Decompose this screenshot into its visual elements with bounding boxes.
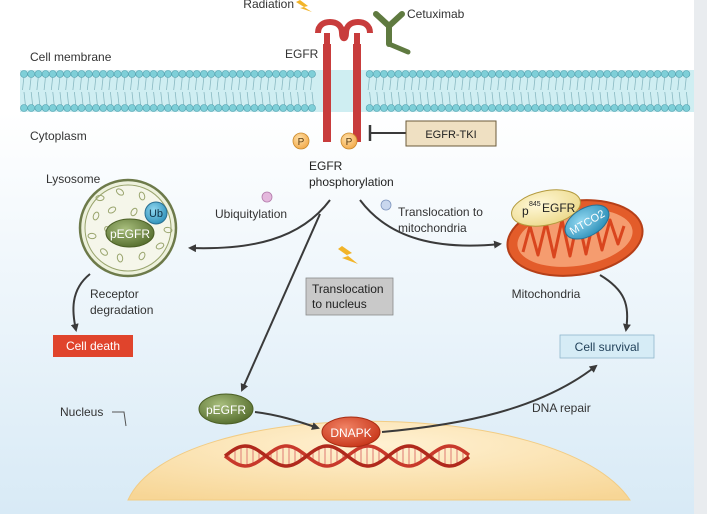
egfr-phosphorylation-line1: EGFR [309,159,343,173]
arrow-to-cell-death [70,273,91,332]
phospho-p-right: P [340,132,358,150]
egfr-phosphorylation-line2: phosphorylation [309,175,394,189]
cell-death-box [53,335,133,357]
svg-text:DNAPK: DNAPK [330,426,371,440]
arrow-to-lysosome [188,199,331,253]
ub-tag: Ub [144,201,168,225]
radiation-label: Radiation [243,0,294,11]
translocation-nucleus-box [305,277,394,316]
arrow-pegfr-to-dnapk [254,411,320,430]
radiation-bolt-icon [296,0,312,12]
egfr-tki-box [405,120,497,147]
lysosome-pegfr: pEGFR [105,218,155,248]
mito-translocation-dot [380,199,392,211]
cell-survival-box [559,334,655,359]
p845-egfr: p 845 EGFR [511,189,581,227]
radiation-bolt-icon-2 [338,246,358,264]
svg-text:pEGFR: pEGFR [206,403,246,417]
cetuximab-antibody-icon [373,11,411,55]
right-edge-shade [694,0,707,514]
cetuximab-label: Cetuximab [407,7,465,21]
arrow-dna-repair [381,364,598,433]
translocation-mito-line1: Translocation to [398,205,483,219]
ubiquitylation-label: Ubiquitylation [215,207,287,221]
arrow-to-mitochondria [359,199,502,249]
arrow-to-cell-survival [599,274,631,332]
cytoplasm-label: Cytoplasm [30,129,87,143]
cell-survival-label: Cell survival [575,340,640,354]
mitochondria-label: Mitochondria [512,287,581,301]
egfr-receptor-left [315,18,345,142]
svg-text:Ub: Ub [149,208,163,220]
svg-text:pEGFR: pEGFR [110,227,150,241]
svg-text:845: 845 [529,201,541,208]
egfr-tki-label: EGFR-TKI [425,129,476,141]
mtco2: MTCO2 [564,204,610,240]
translocation-nucleus-line2: to nucleus [312,297,367,311]
svg-text:P: P [346,137,353,148]
egfr-receptor-right [343,18,373,142]
phospho-p-left: P [292,132,310,150]
translocation-mito-line2: mitochondria [398,221,467,235]
translocation-nucleus-line1: Translocation [312,282,384,296]
nucleus-label: Nucleus [60,405,103,419]
lysosome-label: Lysosome [46,172,101,186]
dna-repair-label: DNA repair [532,401,591,415]
egfr-dimer-junction [324,32,360,44]
receptor-degradation-line2: degradation [90,303,153,317]
nuclear-pegfr: pEGFR [198,393,254,425]
cell-death-label: Cell death [66,339,120,353]
cell-membrane [20,70,694,112]
cell-membrane-label: Cell membrane [30,50,112,64]
svg-text:EGFR: EGFR [542,201,576,215]
receptor-degradation-line1: Receptor [90,287,139,301]
arrow-to-nucleus [240,213,321,392]
nucleus-label-leader [112,411,127,427]
egfr-label: EGFR [285,47,319,61]
ubiquitylation-dot [261,191,273,203]
dnapk: DNAPK [321,416,381,448]
svg-text:P: P [298,137,305,148]
dna-helix [223,444,471,468]
svg-text:p: p [522,204,529,218]
